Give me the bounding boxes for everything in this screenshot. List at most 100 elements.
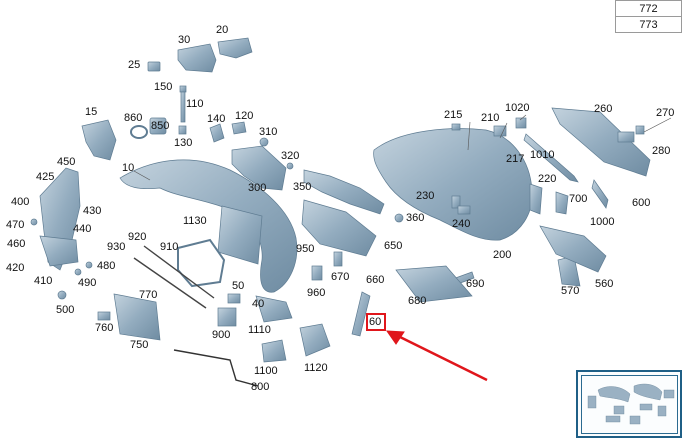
part-40-sensor [227,293,241,304]
callout-1110[interactable]: 1110 [248,324,271,336]
part-120-mount [231,121,247,135]
callout-680[interactable]: 680 [408,295,427,307]
callout-200[interactable]: 200 [493,249,512,261]
callout-960[interactable]: 960 [307,287,326,299]
callout-920[interactable]: 920 [128,231,147,243]
callout-1020[interactable]: 1020 [505,102,530,114]
reference-row[interactable]: 772 [615,0,682,17]
callout-220[interactable]: 220 [538,173,557,185]
overview-thumbnail[interactable] [576,370,682,438]
callout-770[interactable]: 770 [139,289,158,301]
callout-30[interactable]: 30 [178,34,191,46]
callout-230[interactable]: 230 [416,190,435,202]
callout-800[interactable]: 800 [251,381,270,393]
part-460-bracket [39,235,79,267]
callout-360[interactable]: 360 [406,212,425,224]
callout-900[interactable]: 900 [212,329,231,341]
part-260-panel [551,107,651,177]
callout-1120[interactable]: 1120 [304,362,328,374]
callout-217[interactable]: 217 [506,153,525,165]
part-900-bracket [217,307,237,327]
callout-50[interactable]: 50 [232,280,245,292]
callout-140[interactable]: 140 [207,113,226,125]
part-140-mount [209,123,225,143]
callout-15[interactable]: 15 [85,106,98,118]
part-280-clip [617,131,635,143]
callout-1130[interactable]: 1130 [183,215,207,227]
callout-690[interactable]: 690 [466,278,485,290]
part-350-bracket [303,169,385,215]
callout-110[interactable]: 110 [186,98,204,110]
part-500-clip [57,290,67,300]
callout-670[interactable]: 670 [331,271,350,283]
part-480-screw [85,261,93,269]
reference-table: 772 773 [615,0,682,33]
callout-950[interactable]: 950 [296,243,315,255]
callout-120[interactable]: 120 [235,110,254,122]
callout-490[interactable]: 490 [78,277,97,289]
callout-260[interactable]: 260 [594,103,613,115]
callout-130[interactable]: 130 [174,137,193,149]
callout-60[interactable]: 60 [369,316,382,328]
part-950-diffuser [301,199,377,257]
part-320-bolt [286,162,294,170]
callout-210[interactable]: 210 [481,112,500,124]
callout-860[interactable]: 860 [124,112,143,124]
callout-1010[interactable]: 1010 [530,149,555,161]
part-700-bracket [555,191,569,215]
part-60-trim-strip [351,291,371,337]
reference-row[interactable]: 773 [615,16,682,33]
callout-750[interactable]: 750 [130,339,149,351]
callout-480[interactable]: 480 [97,260,116,272]
callout-20[interactable]: 20 [216,24,229,36]
callout-500[interactable]: 500 [56,304,75,316]
callout-300[interactable]: 300 [248,182,267,194]
callout-700[interactable]: 700 [569,193,588,205]
callout-1000[interactable]: 1000 [590,216,615,228]
callout-430[interactable]: 430 [83,205,102,217]
part-1120-cover [299,323,331,357]
callout-660[interactable]: 660 [366,274,385,286]
callout-570[interactable]: 570 [561,285,580,297]
callout-560[interactable]: 560 [595,278,614,290]
callout-470[interactable]: 470 [6,219,25,231]
callout-310[interactable]: 310 [259,126,278,138]
callout-400[interactable]: 400 [11,196,30,208]
callout-460[interactable]: 460 [7,238,26,250]
part-240-clip [457,205,471,215]
callout-600[interactable]: 600 [632,197,651,209]
callout-425[interactable]: 425 [36,171,55,183]
part-1000-strip [591,179,609,209]
callout-420[interactable]: 420 [6,262,25,274]
callout-240[interactable]: 240 [452,218,471,230]
thumbnail-viewport[interactable] [581,375,678,434]
callout-270[interactable]: 270 [656,107,675,119]
callout-410[interactable]: 410 [34,275,53,287]
callout-440[interactable]: 440 [73,223,92,235]
callout-450[interactable]: 450 [57,156,76,168]
part-215-clip [451,123,461,131]
part-110-rod [180,91,186,123]
part-130-stud [178,125,187,135]
callout-350[interactable]: 350 [293,181,312,193]
part-670-clip [333,251,343,267]
callout-320[interactable]: 320 [281,150,300,162]
callout-760[interactable]: 760 [95,322,114,334]
callout-910[interactable]: 910 [160,241,179,253]
callout-25[interactable]: 25 [128,59,141,71]
callout-215[interactable]: 215 [444,109,463,121]
part-960-clip [311,265,323,281]
callout-280[interactable]: 280 [652,145,671,157]
callout-650[interactable]: 650 [384,240,403,252]
callout-150[interactable]: 150 [154,81,173,93]
callout-850[interactable]: 850 [151,120,170,132]
reference-cell: 773 [615,16,682,33]
callout-1100[interactable]: 1100 [254,365,278,377]
callout-40[interactable]: 40 [252,298,265,310]
callout-arrow [386,330,488,382]
callout-10[interactable]: 10 [122,162,135,174]
callout-930[interactable]: 930 [107,241,126,253]
part-1010-strip [523,133,579,183]
